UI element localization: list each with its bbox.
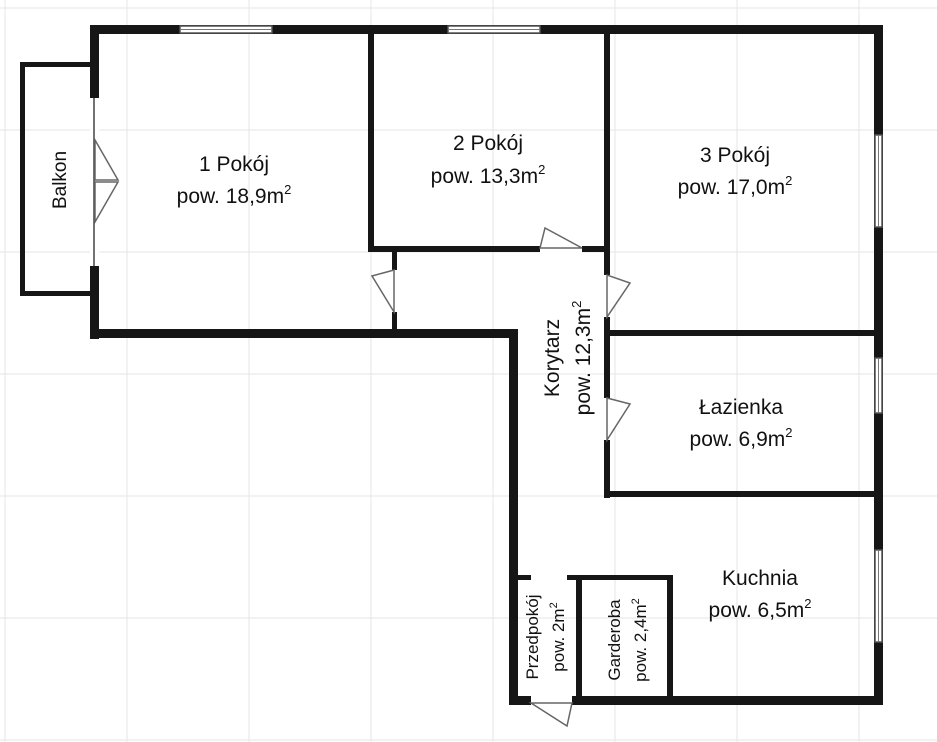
balcony-door-leaf-top [94, 137, 120, 181]
outer-wall-corridor-left [509, 329, 518, 705]
doors [90, 98, 632, 728]
garderoba-name: Garderoba [605, 599, 624, 681]
room3-name: 3 Pokój [700, 144, 770, 167]
wall-room2-bottom [368, 246, 610, 252]
windows [179, 25, 883, 643]
balcony-wall-top [20, 62, 92, 67]
kuchnia-area: pow. 6,5m2 [709, 596, 812, 622]
outer-wall-bottom-left [90, 329, 518, 338]
garderoba-area: pow. 2,4m2 [630, 598, 650, 682]
wall-garderoba-kuchnia [667, 575, 673, 701]
przedpokoj-name: Przedpokój [523, 594, 542, 679]
kuchnia-name: Kuchnia [722, 567, 798, 590]
korytarz-area: pow. 12,3m2 [569, 301, 595, 416]
wall-przedpokoj-garderoba [576, 575, 582, 701]
lazienka-area: pow. 6,9m2 [690, 425, 793, 451]
balcony-wall-left [20, 62, 25, 296]
room1-name: 1 Pokój [199, 153, 269, 176]
room-labels: 1 Pokój pow. 18,9m2 2 Pokój pow. 13,3m2 … [50, 132, 811, 682]
balcony-wall-bottom [20, 291, 92, 296]
door-room3 [606, 273, 632, 320]
wall-room3-bottom [608, 330, 876, 336]
wall-garderoba-top [578, 575, 673, 580]
outer-wall-bottom-entrance [509, 696, 531, 705]
korytarz-name: Korytarz [541, 319, 564, 397]
door-room2 [539, 226, 583, 249]
room1-area: pow. 18,9m2 [177, 182, 292, 208]
wall-przedpokoj-top-left [509, 575, 531, 580]
door-lazienka [606, 397, 632, 443]
room2-area: pow. 13,3m2 [431, 162, 546, 188]
wall-room1-room2 [368, 30, 374, 252]
balcony-door-leaf-bottom [94, 181, 120, 225]
przedpokoj-area: pow. 2m2 [548, 602, 568, 671]
wall-lazienka-bottom [608, 491, 876, 497]
entrance-door [528, 702, 573, 728]
room2-name: 2 Pokój [453, 132, 523, 155]
room3-area: pow. 17,0m2 [678, 173, 793, 199]
lazienka-name: Łazienka [699, 396, 783, 419]
wall-przedpokoj-top-right [567, 575, 579, 580]
door-room1 [370, 269, 395, 315]
outer-wall-bottom [572, 696, 882, 705]
wall-room3-left [604, 30, 610, 498]
balkon-name: Balkon [50, 151, 71, 209]
